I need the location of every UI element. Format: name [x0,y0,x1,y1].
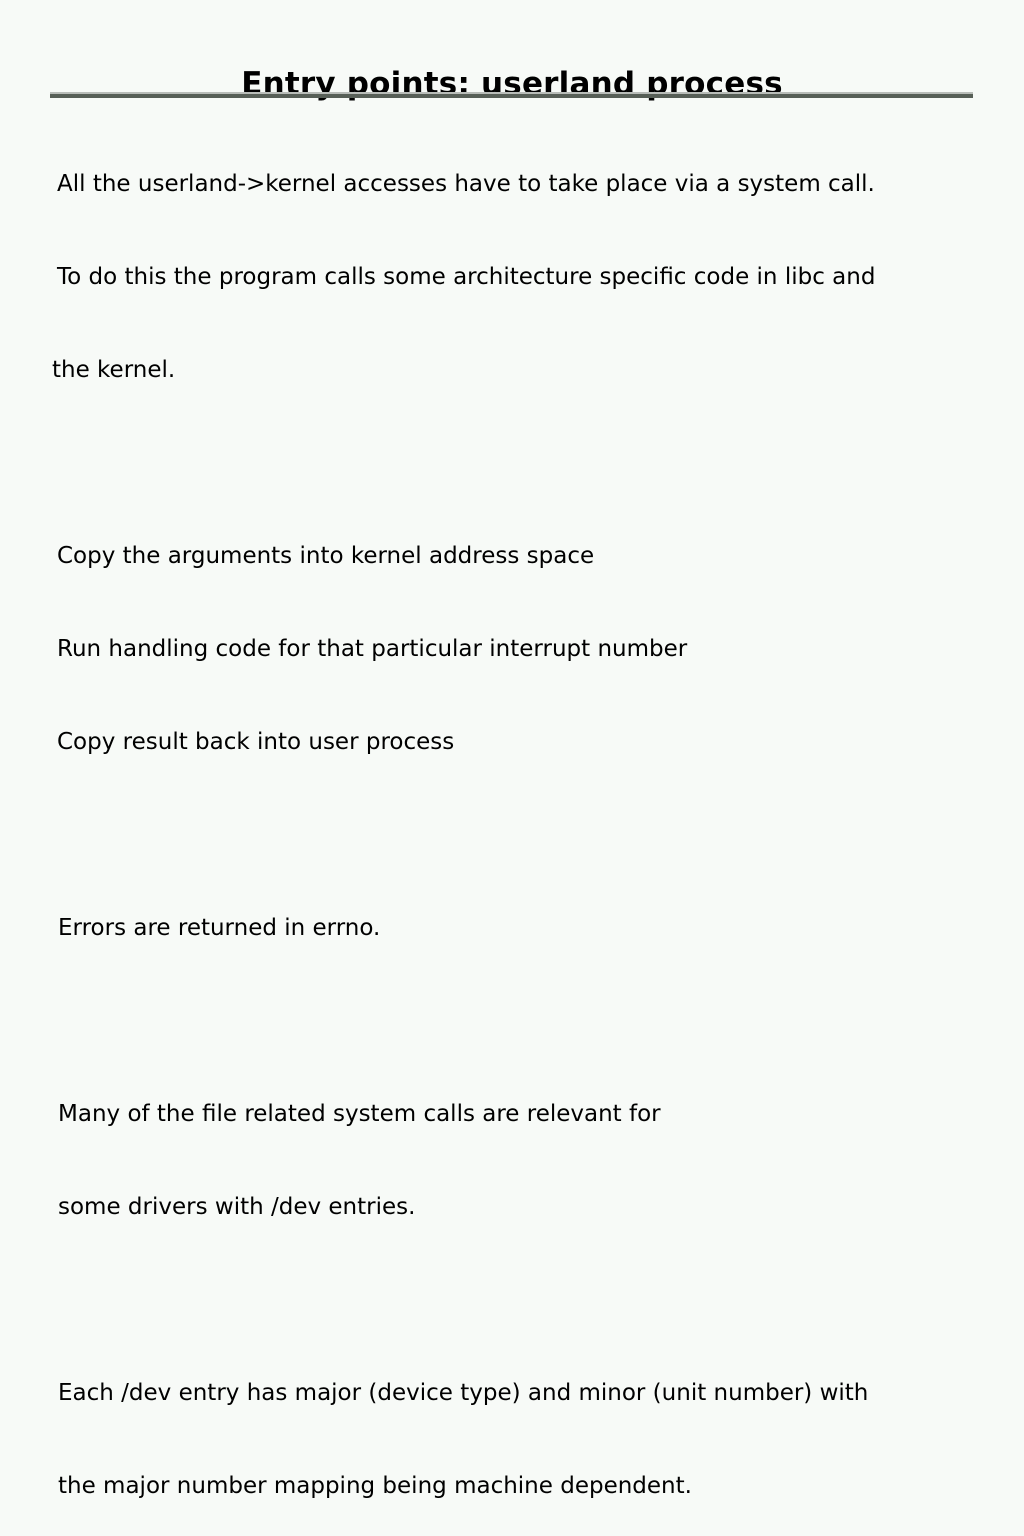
title-divider-highlight [50,92,973,94]
body-line: Copy result back into user process [57,729,455,755]
body-line: some drivers with /dev entries. [58,1194,416,1220]
body-line: Many of the file related system calls ar… [58,1101,661,1127]
slide-body: All the userland->kernel accesses have t… [0,107,1024,1536]
body-line: the kernel. [52,357,176,383]
paragraph-system-call-intro: All the userland->kernel accesses have t… [0,107,1024,448]
body-line: Errors are returned in errno. [58,915,381,941]
title-divider-body [50,94,973,98]
slide: Entry points: userland process All the u… [50,66,973,1499]
paragraph-errors: Errors are returned in errno. [0,851,1024,1006]
body-line: the major number mapping being machine d… [58,1473,692,1499]
body-line: Copy the arguments into kernel address s… [57,543,595,569]
body-line: All the userland->kernel accesses have t… [57,171,875,197]
title-divider [50,92,973,98]
paragraph-syscall-steps: Copy the arguments into kernel address s… [0,479,1024,820]
paragraph-file-syscalls: Many of the file related system calls ar… [0,1037,1024,1285]
body-line: To do this the program calls some archit… [57,264,876,290]
paragraph-dev-major-minor: Each /dev entry has major (device type) … [0,1316,1024,1536]
body-line: Run handling code for that particular in… [57,636,688,662]
body-line: Each /dev entry has major (device type) … [58,1380,869,1406]
